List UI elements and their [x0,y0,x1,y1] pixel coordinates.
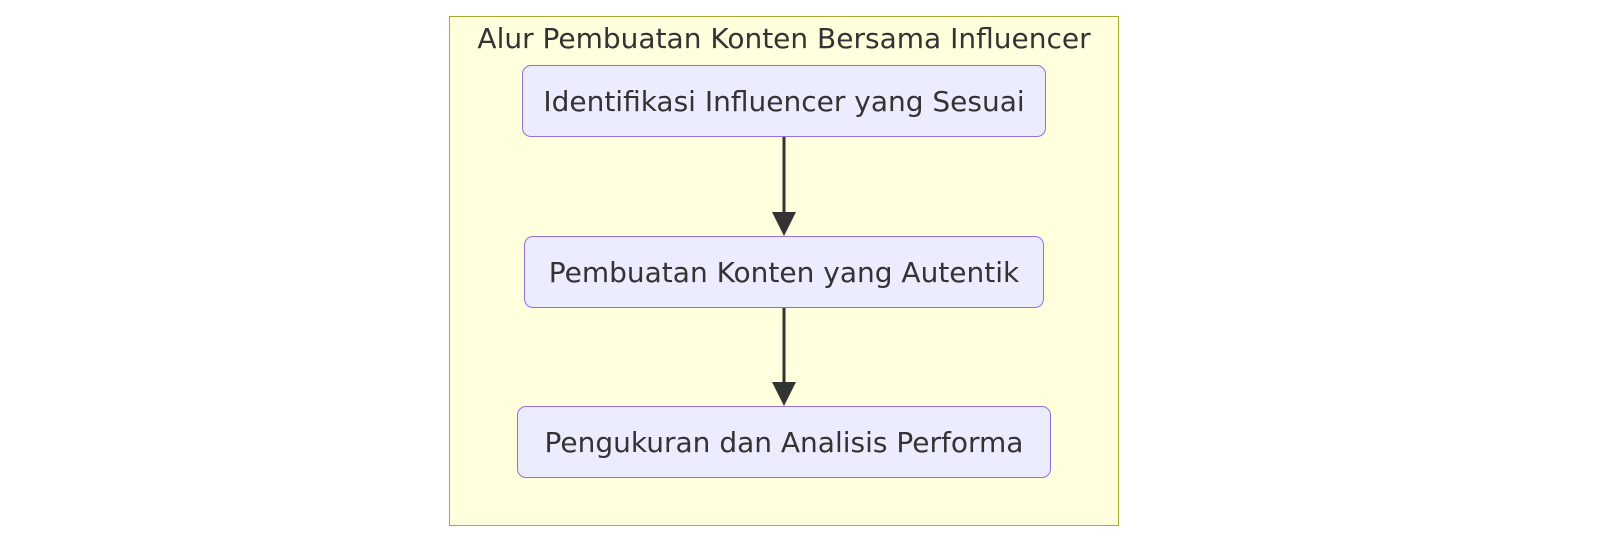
node-label: Identifikasi Influencer yang Sesuai [543,84,1025,118]
node-pengukuran-analisis: Pengukuran dan Analisis Performa [517,406,1051,478]
cluster-title: Alur Pembuatan Konten Bersama Influencer [477,22,1091,55]
node-pembuatan-konten: Pembuatan Konten yang Autentik [524,236,1044,308]
node-label: Pengukuran dan Analisis Performa [544,425,1024,459]
node-identifikasi-influencer: Identifikasi Influencer yang Sesuai [522,65,1046,137]
node-label: Pembuatan Konten yang Autentik [548,255,1020,289]
